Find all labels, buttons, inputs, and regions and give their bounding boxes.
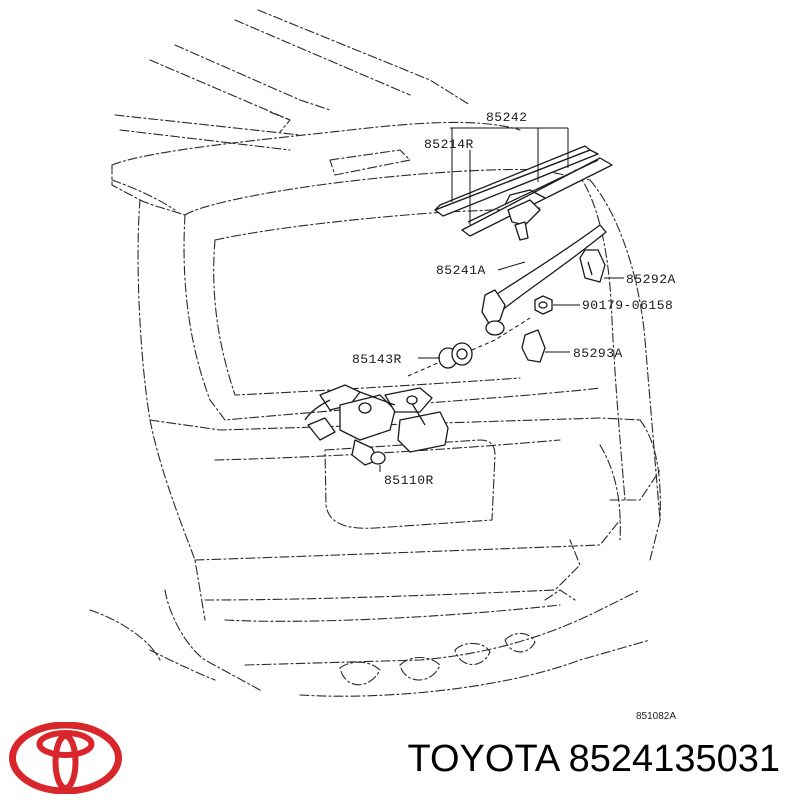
callout-85292A: 85292A <box>626 272 676 287</box>
callout-85293A: 85293A <box>573 346 623 361</box>
callout-85214R: 85214R <box>424 137 474 152</box>
callout-85143R: 85143R <box>352 352 402 367</box>
pivot-cap-part <box>521 329 546 363</box>
callout-85242: 85242 <box>486 110 528 125</box>
nut-part <box>534 295 553 315</box>
wiper-blade-assy-part <box>434 145 613 241</box>
part-caption: TOYOTA 8524135031 <box>407 738 780 781</box>
wiper-motor-part <box>304 384 449 466</box>
wiper-arm-part <box>481 224 607 336</box>
toyota-logo-icon <box>9 722 122 794</box>
assembly-axis-line <box>407 317 531 377</box>
leader-lines <box>379 127 624 472</box>
brand-row: TOYOTA 8524135031 <box>0 700 800 800</box>
brand-name: TOYOTA <box>407 738 559 780</box>
callout-85241A: 85241A <box>436 263 486 278</box>
callout-90179-06158: 90179-06158 <box>582 298 673 313</box>
callout-85110R: 85110R <box>384 473 434 488</box>
vehicle-rear-outline <box>89 9 661 697</box>
figure-code: 851082A <box>636 711 676 722</box>
arm-cap-part <box>579 249 606 283</box>
part-number: 8524135031 <box>568 738 780 780</box>
grommet-part <box>438 342 473 369</box>
